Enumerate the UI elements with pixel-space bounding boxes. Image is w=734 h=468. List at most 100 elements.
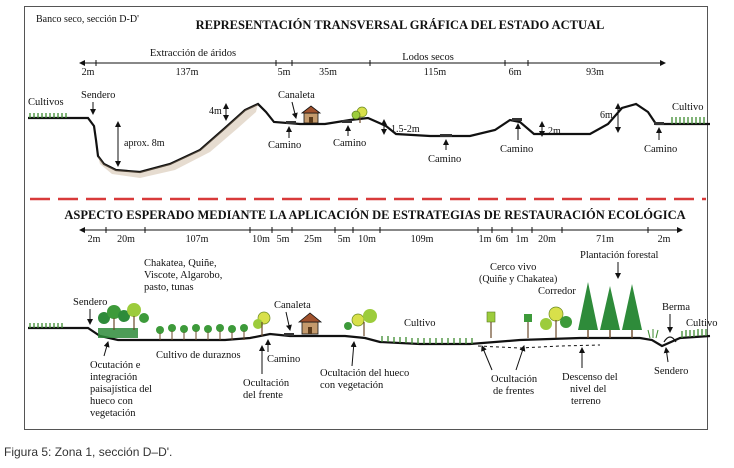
bottom-label-berma: Berma (662, 302, 690, 313)
bottom-label-ocult-1: Ocutación e (90, 360, 141, 371)
top-dist-3: 5m (278, 67, 291, 78)
bottom-label-cultivo-2: Cultivo (686, 318, 718, 329)
bottom-label-species-1: Chakatea, Quiñe, (144, 258, 217, 269)
bottom-label-sendero-2: Sendero (654, 366, 688, 377)
bottom-label-cerco-1: Cerco vivo (490, 262, 536, 273)
top-label-camino5: Camino (644, 144, 677, 155)
bottom-canaleta-arrow (285, 311, 292, 331)
bottom-label-ocfrente-2: del frente (243, 390, 283, 401)
bottom-dist-2: 20m (117, 234, 135, 245)
top-camino-marker-4 (512, 118, 522, 121)
bottom-grass-middle (381, 336, 473, 344)
top-dist-2: 137m (176, 67, 199, 78)
bottom-label-descenso-1: Descenso del (562, 372, 618, 383)
bottom-dist-4: 10m (252, 234, 270, 245)
top-terrain-shading (98, 104, 258, 178)
top-dist-6: 6m (509, 67, 522, 78)
top-camino-marker-1 (286, 121, 296, 124)
top-title: REPRESENTACIÓN TRANSVERSAL GRÁFICA DEL E… (196, 18, 605, 32)
top-camino-marker-3 (440, 134, 452, 137)
bottom-label-species-2: Viscote, Algarobo, (144, 270, 222, 281)
bottom-label-species-3: pasto, tunas (144, 282, 194, 293)
bottom-dist-6: 25m (304, 234, 322, 245)
bottom-cerco-vivo (486, 311, 532, 338)
top-dist-4: 35m (319, 67, 337, 78)
bottom-label-cerco-2: (Quiñe y Chakatea) (479, 274, 557, 285)
bottom-label-plantacion: Plantación forestal (580, 250, 659, 261)
bottom-berma (663, 336, 677, 343)
cross-section-figure: Banco seco, sección D-D' REPRESENTACIÓN … (28, 14, 718, 419)
top-label-6m: 6m (600, 110, 613, 121)
top-grass-right (671, 117, 705, 124)
top-label-aprox: aprox. 8m (124, 138, 165, 149)
bottom-label-cultivo-duraznos: Cultivo de duraznos (156, 350, 241, 361)
bottom-label-ocfrentes-2: de frentes (493, 386, 534, 397)
bottom-camino-marker (284, 333, 294, 336)
bottom-frente-trees (253, 311, 271, 336)
top-label-cultivo: Cultivo (672, 102, 704, 113)
figure-frame (24, 6, 708, 430)
bottom-descent-dashed (477, 344, 601, 349)
bottom-ocfrentes-arrow-2 (515, 345, 526, 371)
top-measure-ticks (95, 60, 529, 66)
top-dist-7: 93m (586, 67, 604, 78)
top-label-sendero: Sendero (81, 90, 115, 101)
bottom-label-ocfrentes-1: Ocultación (491, 374, 538, 385)
bottom-label-canaleta: Canaleta (274, 300, 311, 311)
bottom-ocult-arrow (103, 341, 110, 357)
bottom-dist-11: 6m (496, 234, 509, 245)
group-label-extraccion: Extracción de áridos (150, 48, 236, 59)
bottom-sendero2-arrow (663, 347, 670, 363)
top-camino-marker-2 (342, 120, 352, 123)
bottom-label-cultivo: Cultivo (404, 318, 436, 329)
top-label-canaleta: Canaleta (278, 90, 315, 101)
bottom-distances: 2m 20m 107m 10m 5m 25m 5m 10m 109m 1m 6m… (88, 234, 671, 245)
top-distances: 2m 137m 5m 35m 115m 6m 93m (82, 67, 605, 78)
bottom-house-icon (297, 312, 323, 335)
bottom-dist-1: 2m (88, 234, 101, 245)
top-house-icon (300, 105, 322, 124)
top-canaleta-arrow (291, 101, 298, 119)
top-label-15m: 1.5-2m (391, 124, 420, 135)
top-dist-5: 115m (424, 67, 447, 78)
bottom-label-ocfrente-1: Ocultación (243, 378, 290, 389)
bottom-dist-5: 5m (277, 234, 290, 245)
top-label-camino4: Camino (500, 144, 533, 155)
bottom-restoration-vegetation (98, 303, 149, 338)
bottom-label-corredor: Corredor (538, 286, 576, 297)
bottom-hueco-trees (344, 309, 377, 336)
top-camino-marker-5 (654, 122, 664, 125)
top-label-2m: 2m (548, 126, 561, 137)
top-grass-left (29, 113, 67, 118)
corner-label: Banco seco, sección D-D' (36, 14, 139, 25)
bottom-dist-8: 10m (358, 234, 376, 245)
bottom-ochueco-arrow (350, 341, 357, 367)
bottom-dist-3: 107m (186, 234, 209, 245)
bottom-label-ochueco-2: con vegetación (320, 380, 384, 391)
top-dist-1: 2m (82, 67, 95, 78)
top-label-cultivos: Cultivos (28, 97, 64, 108)
bottom-label-ocult-5: vegetación (90, 408, 136, 419)
top-label-camino3: Camino (428, 154, 461, 165)
bottom-dist-12: 1m (516, 234, 529, 245)
top-terrain-line (28, 102, 710, 174)
bottom-dist-7: 5m (338, 234, 351, 245)
bottom-dist-15: 2m (658, 234, 671, 245)
bottom-dist-10: 1m (479, 234, 492, 245)
figure-caption: Figura 5: Zona 1, sección D–D'. (4, 445, 173, 459)
bottom-forest-plantation (578, 282, 642, 338)
bottom-label-ocult-3: paisajística del (90, 384, 152, 395)
bottom-measure-ticks (105, 227, 649, 233)
bottom-title: ASPECTO ESPERADO MEDIANTE LA APLICACIÓN … (64, 208, 685, 222)
bottom-dist-13: 20m (538, 234, 556, 245)
bottom-terrain-line (28, 326, 711, 348)
top-label-camino1: Camino (268, 140, 301, 151)
bottom-label-ocult-4: hueco con (90, 396, 134, 407)
bottom-label-ocult-2: integración (90, 372, 138, 383)
bottom-grass-right (681, 329, 707, 338)
group-label-lodos: Lodos secos (402, 52, 454, 63)
bottom-label-descenso-3: terreno (571, 396, 601, 407)
bottom-label-ochueco-1: Ocultación del hueco (320, 368, 409, 379)
bottom-peach-orchard (156, 324, 248, 340)
top-label-camino2: Camino (333, 138, 366, 149)
